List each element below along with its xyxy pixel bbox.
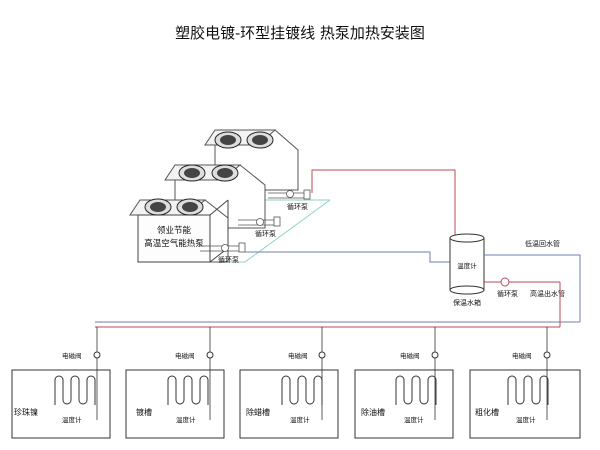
- solenoid-valve-icon: [543, 351, 551, 359]
- bath-5-meter-label: 温度计: [516, 415, 536, 424]
- solenoid-valve-icon: [206, 351, 214, 359]
- fan-icon: [144, 198, 172, 216]
- heat-pump-label-line2: 高温空气能热泵: [144, 238, 204, 249]
- bath-4-meter-label: 温度计: [404, 415, 424, 424]
- solenoid-valve-icon: [318, 351, 326, 359]
- fan-icon: [178, 164, 206, 182]
- valve-icon: [238, 242, 246, 253]
- bath-5: [469, 327, 581, 439]
- bath-4-name: 除油槽: [361, 407, 385, 417]
- return-pipe-label: 低温回水管: [525, 239, 560, 248]
- bath-4: [354, 327, 454, 439]
- bath-5-name: 粗化槽: [475, 407, 499, 417]
- heating-coil: [281, 375, 323, 405]
- bath-2-meter-label: 温度计: [176, 415, 196, 424]
- bath-1-name: 珍珠镍: [14, 407, 38, 417]
- tank-meter-label: 温度计: [457, 261, 477, 270]
- solenoid-valve-icon: [93, 351, 101, 359]
- heating-coil: [167, 375, 209, 405]
- bath-2-name: 镀槽: [136, 407, 152, 417]
- bath-1-meter-label: 温度计: [62, 415, 82, 424]
- fan-icon: [246, 131, 274, 149]
- pump-label-middle: 循环泵: [255, 229, 276, 238]
- pump-label-top: 循环泵: [287, 202, 308, 211]
- outlet-pump-icon: [500, 277, 510, 287]
- outlet-pipe-label: 高温出水管: [530, 289, 565, 298]
- circulation-pump-icon: [286, 190, 294, 198]
- heating-coil: [507, 375, 549, 405]
- heating-coil: [395, 375, 437, 405]
- bath-3: [239, 327, 339, 439]
- bath-5-valve-label: 电磁阀: [512, 351, 532, 360]
- tank-name-label: 保温水箱: [453, 298, 481, 307]
- circulation-pump-icon: [256, 218, 264, 226]
- valve-icon: [303, 189, 311, 200]
- bath-2: [125, 327, 225, 439]
- solenoid-valve-icon: [431, 351, 439, 359]
- heating-coil: [54, 375, 96, 405]
- bath-1: [11, 327, 111, 439]
- valve-icon: [273, 216, 281, 227]
- bath-2-valve-label: 电磁阀: [175, 351, 195, 360]
- bath-3-valve-label: 电磁阀: [288, 351, 308, 360]
- fan-icon: [214, 131, 242, 149]
- bath-4-valve-label: 电磁阀: [400, 351, 420, 360]
- unit-connectors: [200, 189, 311, 253]
- fan-icon: [176, 198, 204, 216]
- outlet-pump-label: 循环泵: [497, 289, 518, 298]
- storage-tank: [449, 233, 485, 295]
- diagram-title: 塑胶电镀-环型挂镀线 热泵加热安装图: [175, 24, 425, 42]
- pump-label-bottom: 循环泵: [218, 255, 239, 264]
- bath-3-meter-label: 温度计: [290, 415, 310, 424]
- fan-icons: [144, 131, 274, 216]
- fan-icon: [211, 164, 239, 182]
- hot-supply-pipe: [311, 169, 456, 240]
- circulation-pump-icon: [221, 244, 229, 252]
- heat-pump-label-line1: 领业节能: [157, 225, 192, 236]
- cold-return-pipe-units: [245, 251, 450, 263]
- bath-1-valve-label: 电磁阀: [62, 351, 82, 360]
- bath-3-name: 除蜡槽: [246, 407, 270, 417]
- low-temp-return-pipe: [484, 254, 581, 322]
